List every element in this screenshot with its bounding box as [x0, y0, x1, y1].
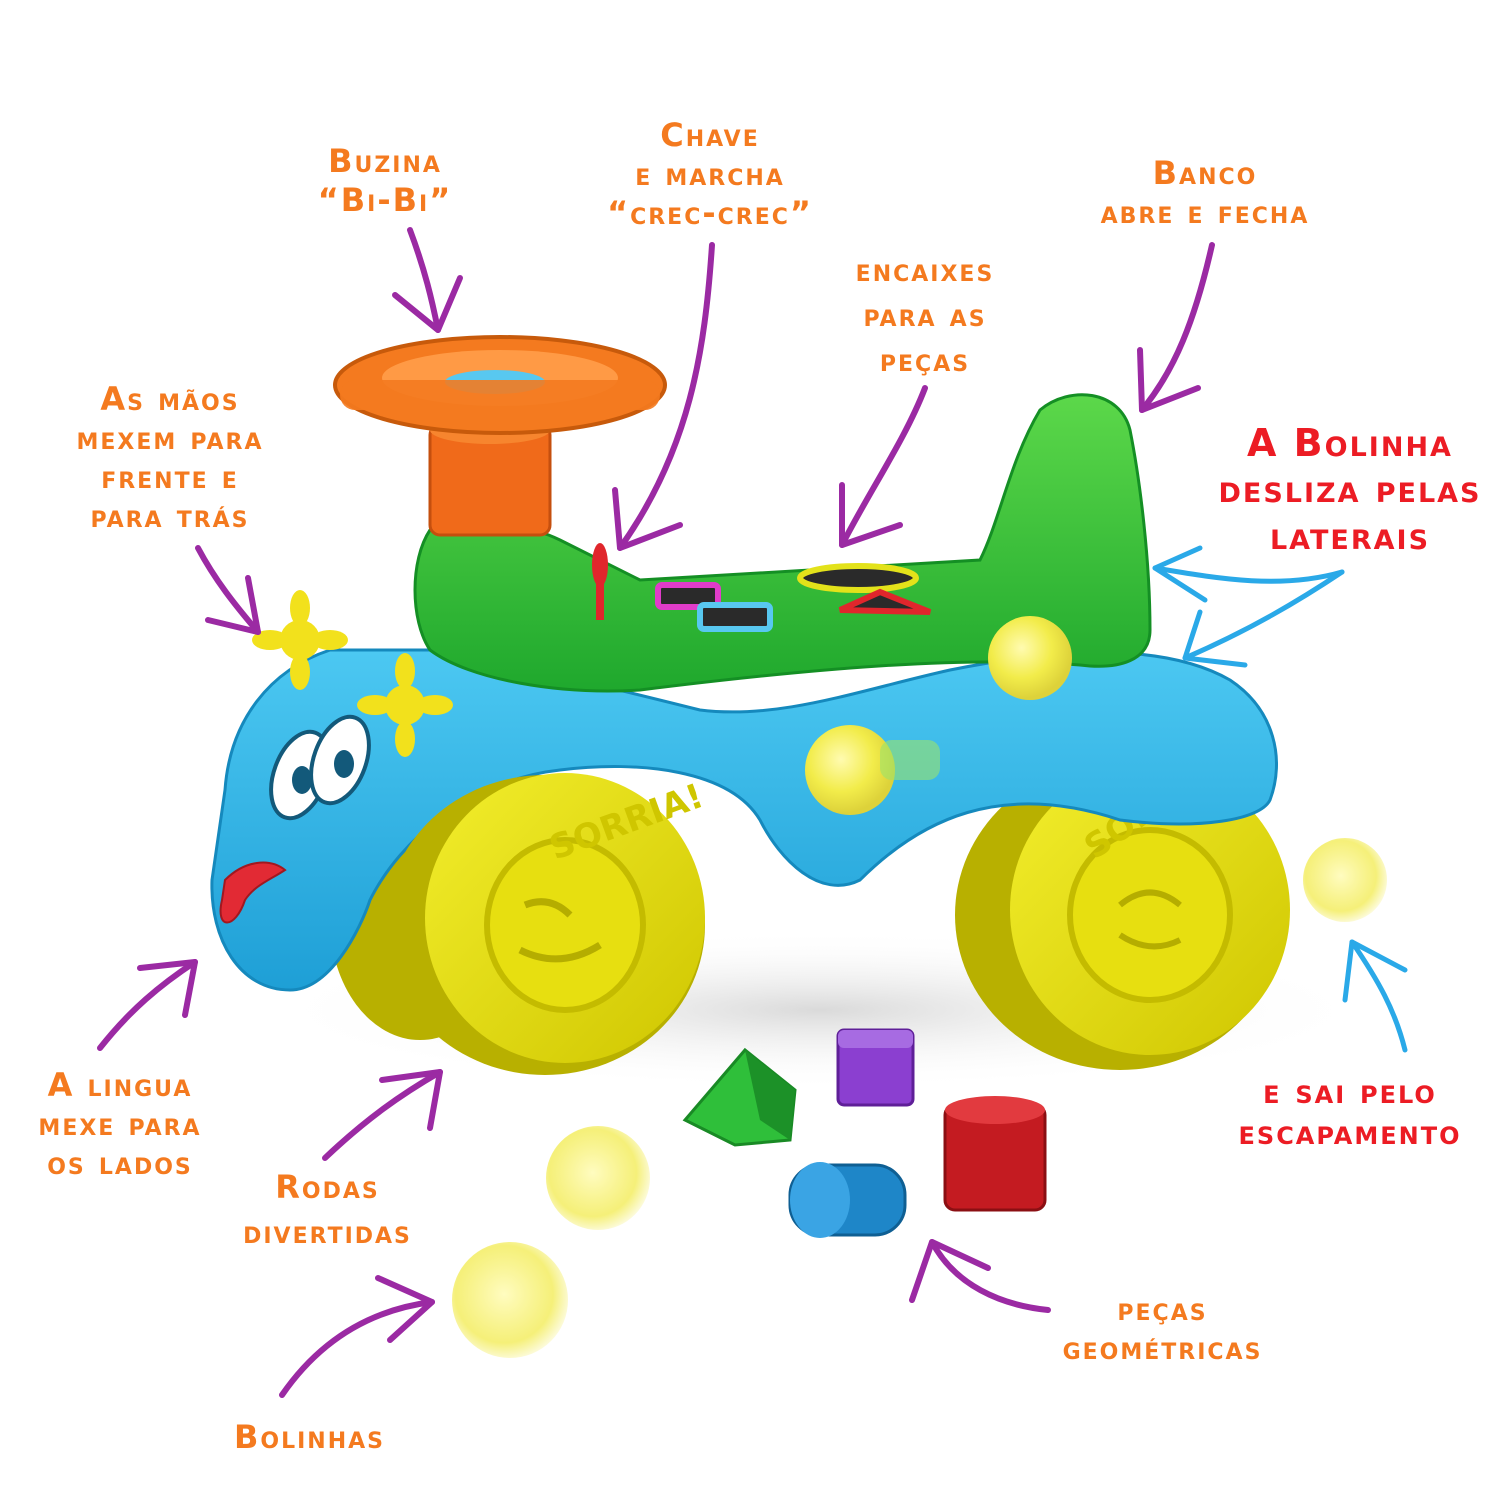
label-line: e marcha	[635, 155, 785, 194]
label-pecas-geometricas: peças geométricas	[1040, 1290, 1285, 1368]
label-line: mexem para	[76, 419, 264, 458]
label-line: peças	[1117, 1290, 1208, 1328]
label-encaixes: encaixes para as peças	[830, 248, 1020, 382]
toy-tongue	[219, 861, 287, 924]
red-prism-piece	[943, 1096, 1047, 1212]
label-line: Banco	[1152, 154, 1258, 192]
arrow-rodas	[322, 1069, 443, 1161]
label-buzina: Buzina “Bi-Bi”	[300, 142, 470, 220]
label-line: desliza pelas	[1218, 467, 1482, 512]
toy-eyes	[269, 714, 371, 821]
key-lever	[592, 543, 608, 620]
arrow-encaixes	[839, 385, 928, 548]
label-line: e sai pelo	[1263, 1072, 1437, 1112]
label-line: para as	[863, 295, 987, 334]
label-line: As mãos	[100, 380, 240, 418]
arrow-desliza	[1152, 545, 1345, 668]
label-line: laterais	[1269, 513, 1431, 558]
label-line: frente e	[101, 458, 239, 497]
blue-cylinder-piece	[788, 1162, 907, 1238]
toy-body	[210, 648, 1278, 992]
label-line: “Bi-Bi”	[317, 181, 453, 220]
label-bolinha-desliza: A Bolinha desliza pelas laterais	[1205, 420, 1495, 559]
label-line: escapamento	[1238, 1113, 1462, 1154]
green-triangle-piece	[682, 1047, 797, 1147]
label-line: peças	[879, 340, 971, 379]
toy-hands	[252, 590, 453, 757]
label-banco: Banco abre e fecha	[1070, 154, 1340, 232]
label-line: “crec-crec”	[607, 194, 813, 233]
label-line: A lingua	[47, 1066, 193, 1104]
arrow-maos	[195, 545, 261, 635]
arrow-bolinhas	[279, 1275, 435, 1398]
label-chave: Chave e marcha “crec-crec”	[555, 116, 865, 233]
loose-ball-2	[452, 1242, 568, 1358]
exhaust-ball	[1303, 838, 1387, 922]
arrow-lingua	[97, 959, 198, 1051]
shape-sorter-holes	[655, 563, 932, 632]
loose-ball-1	[546, 1126, 650, 1230]
arrow-banco	[1137, 242, 1215, 413]
arrow-pecas	[909, 1239, 1051, 1313]
label-line: geométricas	[1062, 1329, 1263, 1368]
label-lingua: A lingua mexe para os lados	[20, 1066, 220, 1183]
label-line: divertidas	[243, 1212, 412, 1251]
geometric-pieces	[682, 1028, 1047, 1238]
arrow-escapamento	[1342, 939, 1408, 1053]
label-line: Chave	[660, 116, 760, 154]
arrow-chave	[612, 242, 715, 551]
arrow-buzina	[392, 227, 463, 333]
label-rodas: Rodas divertidas	[225, 1165, 430, 1255]
label-line: os lados	[47, 1144, 193, 1183]
label-line: mexe para	[38, 1105, 202, 1144]
label-line: Rodas	[275, 1168, 380, 1206]
label-line: encaixes	[855, 251, 995, 289]
label-line: Bolinhas	[234, 1418, 385, 1456]
label-line: Buzina	[328, 142, 442, 180]
label-sai-escapamento: e sai pelo escapamento	[1205, 1072, 1495, 1155]
label-bolinhas: Bolinhas	[222, 1418, 397, 1457]
label-line: para trás	[90, 497, 250, 536]
steering-wheel	[333, 335, 667, 435]
label-line: abre e fecha	[1100, 193, 1310, 232]
label-maos: As mãos mexem para frente e para trás	[55, 380, 285, 536]
purple-cube-piece	[836, 1028, 915, 1107]
body-balls	[805, 616, 1072, 815]
label-line: A Bolinha	[1247, 421, 1453, 465]
front-wheel: SORRIA!	[385, 773, 709, 1075]
